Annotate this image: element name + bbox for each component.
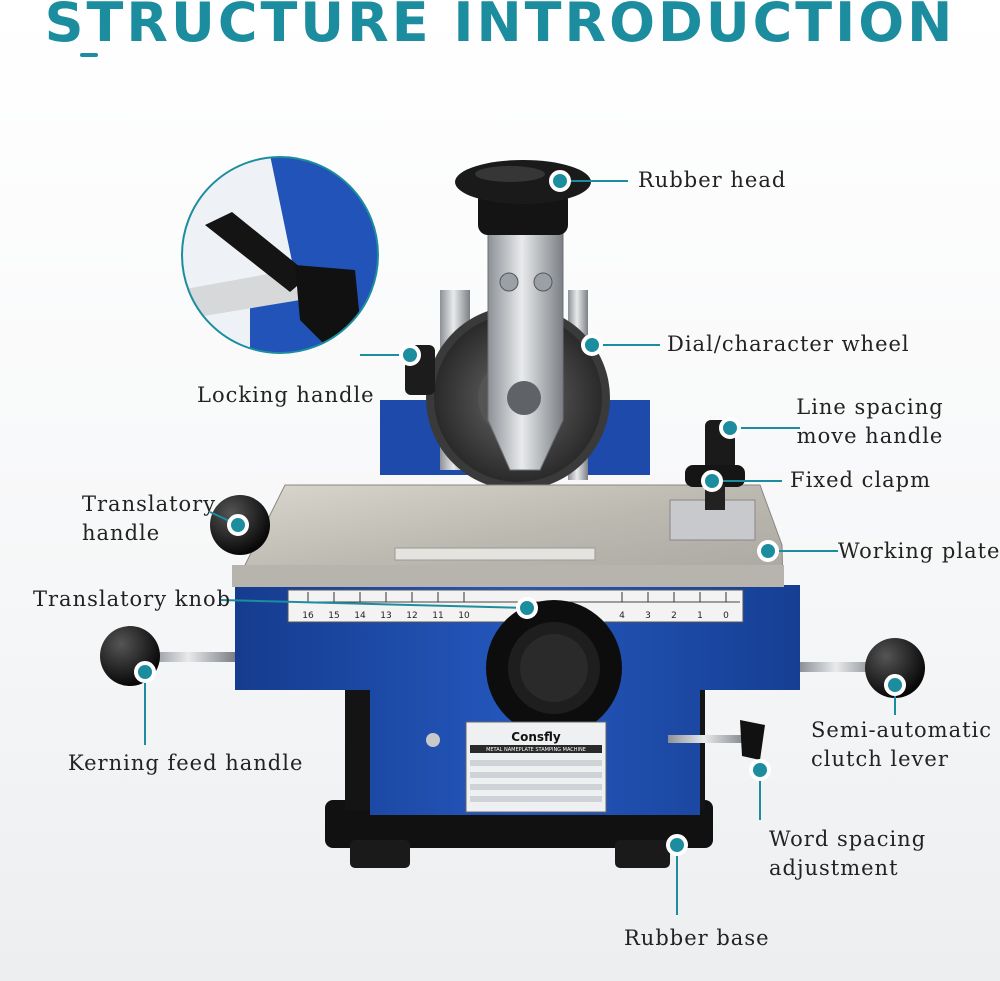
label-line-spacing-line2: move handle — [796, 424, 944, 448]
translatory-handle-ball — [210, 495, 270, 555]
rubber-head-shape — [455, 160, 591, 235]
word-spacing-screw — [740, 720, 765, 760]
label-translatory-handle-line1: Translatory — [82, 492, 217, 516]
label-fixed-clamp: Fixed clapm — [790, 468, 932, 492]
working-plate-shape — [232, 484, 784, 587]
scale-tick-label: 16 — [302, 611, 314, 621]
scale-ticks-right: 4 3 2 1 0 — [619, 592, 729, 621]
page-title: STRUCTURE INTRODUCTION — [44, 0, 956, 54]
label-rubber-base: Rubber base — [624, 926, 770, 950]
translatory-knob-shape — [486, 600, 622, 736]
label-clutch-lever-line1: Semi-automatic — [811, 718, 993, 742]
label-rubber-head: Rubber head — [638, 168, 787, 192]
label-word-spacing: Word spacing adjustment — [769, 825, 926, 883]
scale-tick-label: 2 — [671, 611, 677, 621]
label-translatory-handle-line2: handle — [82, 521, 161, 545]
scale-tick-label: 0 — [723, 611, 729, 621]
scale-tick-label: 11 — [432, 611, 443, 621]
scale-tick-label: 15 — [328, 611, 339, 621]
label-kerning-feed: Kerning feed handle — [68, 751, 304, 775]
label-word-spacing-line2: adjustment — [769, 856, 899, 880]
label-working-plate: Working plate — [838, 539, 1000, 563]
label-translatory-knob: Translatory knob — [33, 587, 232, 611]
label-line-spacing: Line spacing move handle — [790, 393, 950, 451]
label-translatory-handle: Translatory handle — [82, 490, 216, 548]
scale-ticks-left: 16 15 14 13 12 11 10 — [302, 592, 470, 621]
title-underline — [80, 53, 98, 57]
line-spacing-handle-shape — [705, 420, 735, 470]
scale-tick-label: 1 — [697, 611, 703, 621]
label-locking-handle: Locking handle — [197, 383, 375, 407]
label-dial-wheel: Dial/character wheel — [667, 332, 910, 356]
scale-tick-label: 14 — [354, 611, 366, 621]
clutch-lever-ball — [865, 638, 925, 698]
label-line-spacing-line1: Line spacing — [796, 395, 944, 419]
label-clutch-lever-line2: clutch lever — [811, 747, 949, 771]
scale-tick-label: 3 — [645, 611, 651, 621]
scale-tick-label: 12 — [406, 611, 417, 621]
label-clutch-lever: Semi-automatic clutch lever — [811, 716, 992, 774]
locking-handle-inset — [181, 156, 379, 354]
nameplate-subtitle: METAL NAMEPLATE STAMPING MACHINE — [486, 747, 586, 753]
scale-tick-label: 10 — [458, 611, 470, 621]
steel-arm — [487, 229, 564, 471]
kerning-feed-ball — [100, 626, 160, 686]
scale-tick-label: 4 — [619, 611, 625, 621]
scale-tick-label: 13 — [380, 611, 391, 621]
locking-handle-knob — [405, 345, 435, 395]
nameplate-brand: Consfly — [511, 730, 561, 744]
nameplate-shape — [465, 721, 607, 813]
label-word-spacing-line1: Word spacing — [769, 827, 927, 851]
